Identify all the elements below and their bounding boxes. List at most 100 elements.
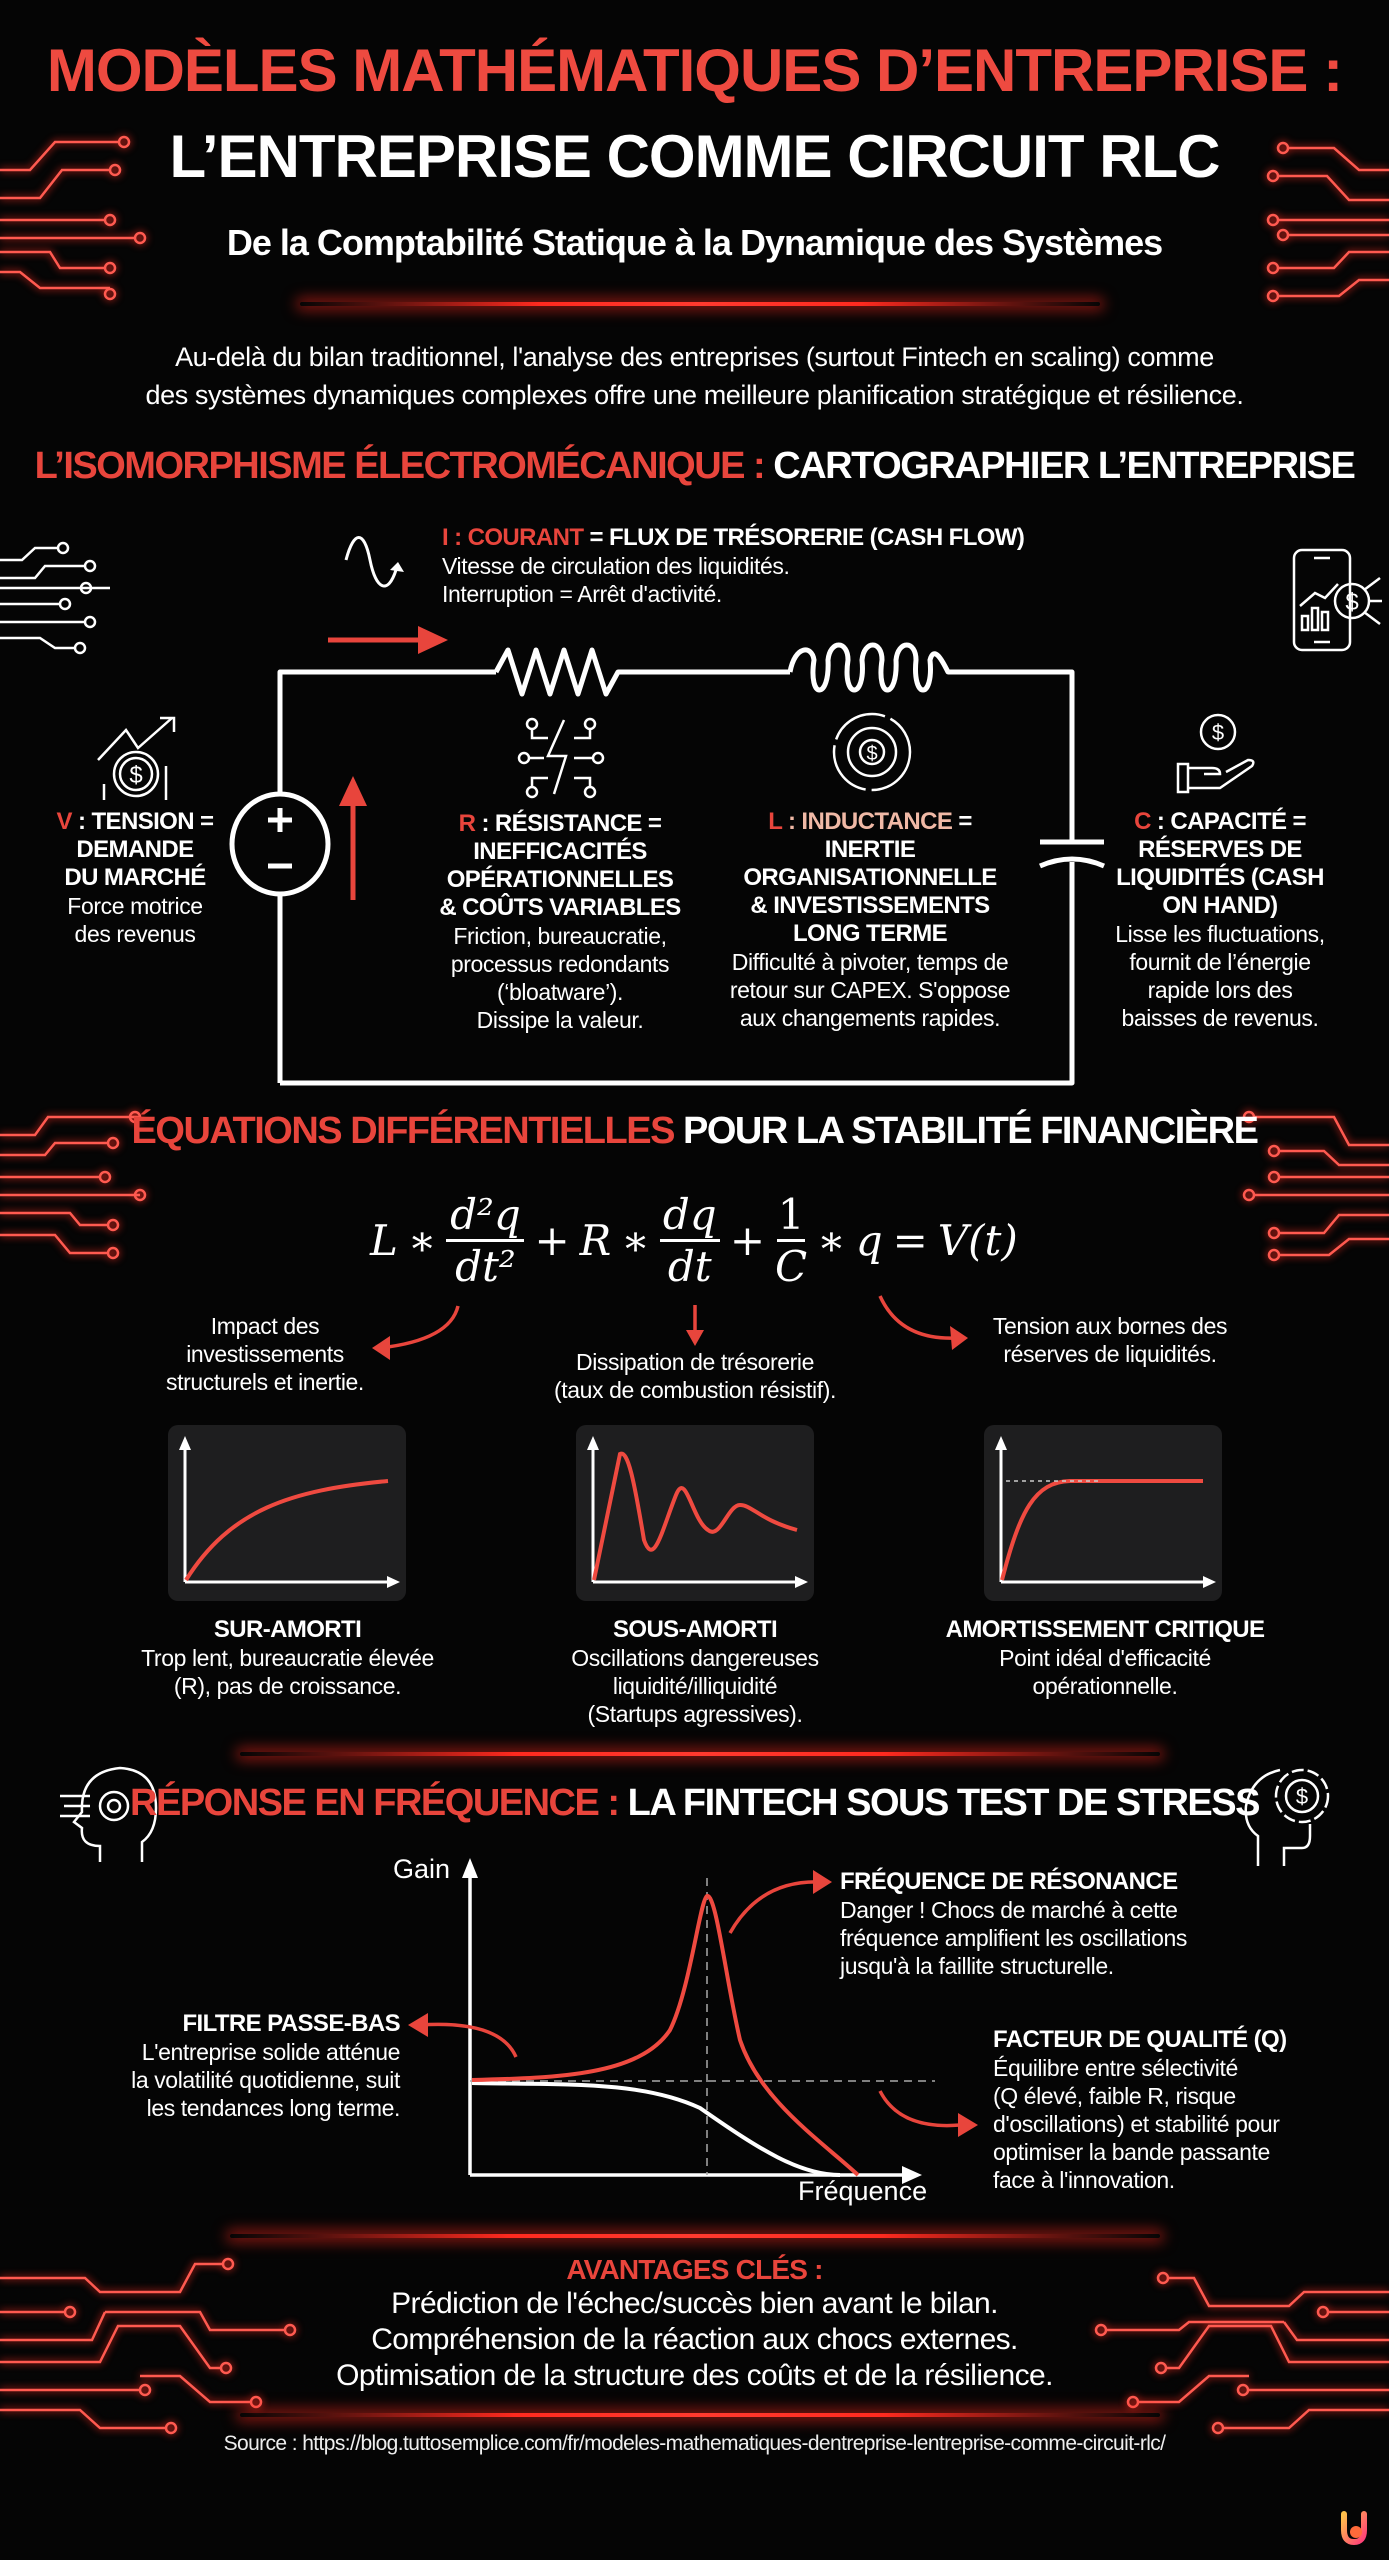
divider-glow: [240, 2413, 1160, 2417]
current-desc-line: Vitesse de circulation des liquidités.: [442, 553, 790, 579]
resonance-title: FRÉQUENCE DE RÉSONANCE: [840, 1868, 1178, 1895]
subtitle: De la Comptabilité Statique à la Dynamiq…: [226, 222, 1163, 263]
voltage-title-line: DU MARCHÉ: [64, 864, 206, 891]
resistance-block: R : RÉSISTANCE = INEFFICACITÉS OPÉRATION…: [400, 810, 720, 1034]
resonance-desc-line: jusqu'à la faillite structurelle.: [840, 1953, 1114, 1979]
svg-text:$: $: [1296, 1784, 1308, 1809]
lowpass-desc-line: les tendances long terme.: [146, 2095, 401, 2121]
intro-text: Au-delà du bilan traditionnel, l'analyse…: [0, 338, 1389, 414]
lowpass-desc-line: L'entreprise solide atténue: [141, 2039, 401, 2065]
inductance-title-line: ORGANISATIONNELLE: [743, 864, 997, 891]
frequency-response-chart: [408, 1858, 978, 2184]
critically-damped-caption: AMORTISSEMENT CRITIQUE Point idéal d'eff…: [910, 1616, 1300, 1700]
rlc-circuit-diagram: [229, 626, 1106, 1086]
quality-title: FACTEUR DE QUALITÉ (Q): [993, 2026, 1287, 2053]
overdamped-response-chart: [168, 1425, 406, 1601]
response-desc-line: (Startups agressives).: [587, 1701, 803, 1727]
eq-numerator: dq: [662, 1189, 717, 1239]
voltage-title-line: DEMANDE: [76, 836, 194, 863]
voltage-block: V : TENSION = DEMANDE DU MARCHÉ Force mo…: [30, 808, 240, 948]
inductance-title-line: LONG TERME: [793, 920, 948, 947]
source-link[interactable]: Source : https://blog.tuttosemplice.com/…: [223, 2432, 1166, 2455]
inductance-title-line: & INVESTISSEMENTS: [750, 892, 990, 919]
resistance-title-line: & COÛTS VARIABLES: [439, 894, 681, 921]
capacitance-title-line: RÉSERVES DE: [1138, 836, 1302, 863]
resistance-desc-line: Dissipe la valeur.: [476, 1007, 644, 1033]
current-label-white: = FLUX DE TRÉSORERIE (CASH FLOW): [589, 524, 1025, 551]
brand-logo-icon: [1341, 2511, 1367, 2546]
eq-denominator: dt: [667, 1241, 712, 1291]
circuit-trace-icon-left: [0, 541, 110, 655]
inductance-label-peach: : INDUCTANCE: [787, 808, 953, 835]
response-desc-line: (R), pas de croissance.: [173, 1673, 402, 1699]
quality-factor-annotation: FACTEUR DE QUALITÉ (Q) Équilibre entre s…: [993, 2026, 1373, 2194]
title-line-2: L’ENTREPRISE COMME CIRCUIT RLC: [169, 123, 1220, 190]
annotation-inductance-term: Impact des investissements structurels e…: [140, 1312, 390, 1396]
gear-dollar-icon: $: [832, 712, 912, 792]
heading-red: RÉPONSE EN FRÉQUENCE :: [130, 1782, 620, 1824]
circuit-trace-decoration-mid-right: [1242, 1110, 1389, 1262]
lowpass-filter-annotation: FILTRE PASSE-BAS L'entreprise solide att…: [60, 2010, 400, 2122]
capacitance-block: C : CAPACITÉ = RÉSERVES DE LIQUIDITÉS (C…: [1090, 808, 1350, 1032]
svg-text:$: $: [866, 743, 877, 765]
eq-times: ∗: [407, 1215, 437, 1265]
inductance-label-red: L: [768, 808, 782, 835]
svg-text:$: $: [129, 762, 142, 789]
annotation-line: structurels et inertie.: [166, 1369, 364, 1395]
capacitance-label-red: C: [1134, 808, 1151, 835]
head-dollar-gear-icon: $: [1244, 1768, 1330, 1866]
section-heading-frequency: RÉPONSE EN FRÉQUENCE : LA FINTECH SOUS T…: [0, 1782, 1389, 1825]
resistance-desc-line: Friction, bureaucratie,: [453, 923, 667, 949]
annotation-line: Impact des: [210, 1313, 320, 1339]
advantage-item: Optimisation de la structure des coûts e…: [336, 2359, 1053, 2392]
response-desc-line: liquidité/illiquidité: [612, 1673, 778, 1699]
response-desc-line: Oscillations dangereuses: [571, 1645, 819, 1671]
response-title: SUR-AMORTI: [213, 1616, 362, 1643]
eq-times: ∗: [621, 1215, 650, 1265]
equation-annotation-arrows: [372, 1295, 968, 1360]
eq-fraction-1-C: 1 C: [775, 1190, 807, 1291]
advantage-item: Prédiction de l'échec/succès bien avant …: [391, 2287, 998, 2320]
heading-red: L’ISOMORPHISME ÉLECTROMÉCANIQUE :: [34, 445, 766, 487]
heading-white: LA FINTECH SOUS TEST DE STRESS: [627, 1782, 1261, 1824]
current-label-red: I : COURANT: [442, 524, 584, 551]
advantages-title: AVANTAGES CLÉS :: [566, 2254, 823, 2285]
eq-numerator: d²q: [450, 1189, 521, 1239]
quality-desc-line: face à l'innovation.: [993, 2167, 1175, 2193]
capacitance-desc-line: rapide lors des: [1147, 977, 1293, 1003]
eq-plus: +: [729, 1215, 766, 1265]
annotation-resistance-term: Dissipation de trésorerie (taux de combu…: [510, 1348, 880, 1404]
current-label-block: I : COURANT = FLUX DE TRÉSORERIE (CASH F…: [442, 524, 1025, 608]
title-line-1: MODÈLES MATHÉMATIQUES D’ENTREPRISE :: [46, 37, 1343, 104]
heading-white: CARTOGRAPHIER L’ENTREPRISE: [773, 445, 1356, 487]
inductance-desc-line: aux changements rapides.: [739, 1005, 1001, 1031]
capacitance-label-white: : CAPACITÉ =: [1156, 808, 1307, 835]
quality-desc-line: optimiser la bande passante: [993, 2139, 1270, 2165]
inductance-label-white: =: [958, 808, 972, 835]
svg-text:$: $: [1212, 720, 1224, 745]
market-growth-dollar-icon: $: [97, 716, 176, 800]
heading-red: ÉQUATIONS DIFFÉRENTIELLES: [131, 1110, 676, 1152]
overdamped-caption: SUR-AMORTI Trop lent, bureaucratie élevé…: [100, 1616, 475, 1700]
resistance-desc-line: processus redondants: [450, 951, 670, 977]
response-title: AMORTISSEMENT CRITIQUE: [945, 1616, 1265, 1643]
lowpass-desc-line: la volatilité quotidienne, suit: [131, 2067, 400, 2093]
eq-denominator: C: [775, 1241, 808, 1291]
intro-line: Au-delà du bilan traditionnel, l'analyse…: [175, 342, 1214, 372]
quality-desc-line: Équilibre entre sélectivité: [993, 2055, 1238, 2081]
resonance-desc-line: Danger ! Chocs de marché à cette: [840, 1897, 1178, 1923]
circuit-trace-decoration-top-left: [0, 135, 147, 301]
inductance-desc-line: Difficulté à pivoter, temps de: [731, 949, 1009, 975]
eq-R: R: [579, 1215, 612, 1265]
eq-denominator: dt²: [455, 1241, 516, 1291]
resonance-desc-line: fréquence amplifient les oscillations: [840, 1925, 1188, 1951]
circuit-trace-decoration-bottom-right: [1094, 2271, 1389, 2435]
damping-response-curves: [179, 1436, 1216, 1588]
advantages-block: AVANTAGES CLÉS : Prédiction de l'échec/s…: [0, 2254, 1389, 2394]
heading-white: POUR LA STABILITÉ FINANCIÈRE: [682, 1110, 1259, 1152]
eq-fraction-dq-dt: dq dt: [659, 1189, 720, 1291]
annotation-capacitance-term: Tension aux bornes des réserves de liqui…: [950, 1312, 1270, 1368]
eq-numerator: 1: [777, 1189, 805, 1239]
section-heading-equations: ÉQUATIONS DIFFÉRENTIELLES POUR LA STABIL…: [0, 1110, 1389, 1153]
current-desc-line: Interruption = Arrêt d'activité.: [442, 581, 722, 607]
